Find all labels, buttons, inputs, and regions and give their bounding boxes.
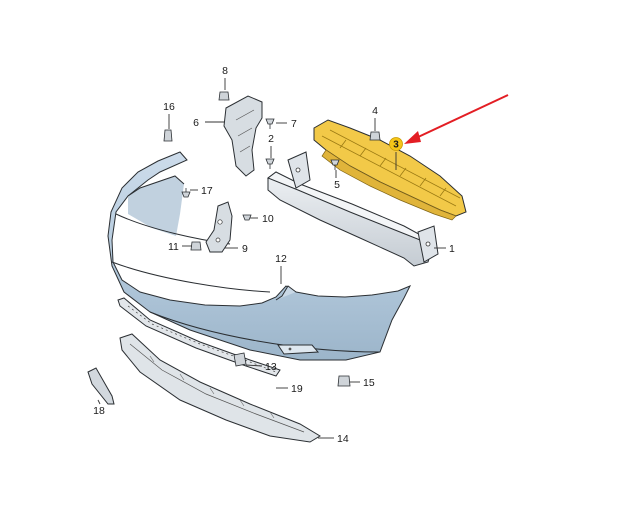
reflector-trim: [87, 367, 115, 405]
callout-labels: 8 16 6 7 2 4 5 17 10 11 9 1 12 13 15 19 …: [93, 65, 455, 445]
energy-absorber-bracket: [313, 119, 467, 221]
lower-diffuser: [119, 333, 321, 443]
callout-9: 9: [242, 243, 248, 255]
callout-17: 17: [201, 185, 213, 197]
callout-3: 3: [393, 140, 399, 151]
callout-6: 6: [193, 117, 199, 129]
guide-bracket: [205, 201, 233, 253]
callout-1: 1: [449, 243, 455, 255]
leader-lines: [97, 78, 446, 439]
callout-15: 15: [363, 377, 375, 389]
callout-19: 19: [291, 383, 303, 395]
callout-2: 2: [268, 133, 274, 145]
callout-7: 7: [291, 118, 297, 130]
side-bracket: [223, 95, 263, 177]
callout-14: 14: [337, 433, 349, 445]
impact-bar: [266, 151, 439, 267]
callout-5: 5: [334, 179, 340, 191]
callout-8: 8: [222, 65, 228, 77]
callout-16: 16: [163, 101, 175, 113]
red-pointer-arrow: [404, 94, 509, 144]
callout-12: 12: [275, 253, 287, 265]
fasteners: [163, 91, 381, 387]
highlight-badge: 3: [389, 137, 403, 151]
callout-11: 11: [168, 241, 179, 253]
callout-18: 18: [93, 405, 105, 417]
callout-13: 13: [265, 361, 277, 373]
callout-10: 10: [262, 213, 274, 225]
callout-4: 4: [372, 105, 378, 117]
